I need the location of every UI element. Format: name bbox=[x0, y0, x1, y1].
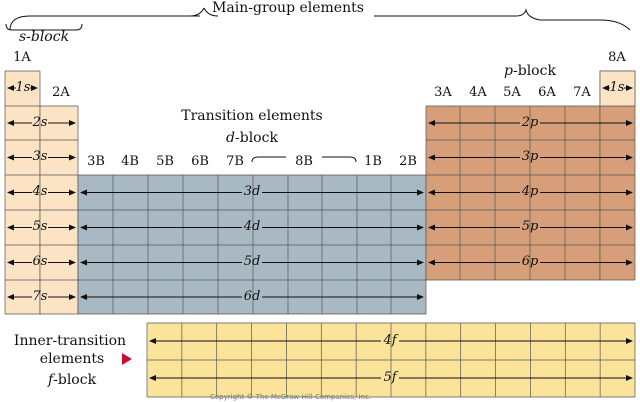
orbital-label-5s: 5s bbox=[32, 219, 48, 234]
braces bbox=[5, 7, 631, 365]
inner-transition-label: Inner-transition bbox=[13, 333, 127, 349]
group-4A: 4A bbox=[469, 85, 487, 100]
group-8B: 8B bbox=[295, 154, 313, 169]
orbital-label-1s: 1s bbox=[15, 80, 31, 95]
group-8A: 8A bbox=[608, 50, 626, 65]
orbital-label-2s: 2s bbox=[32, 115, 48, 130]
group-2B: 2B bbox=[399, 154, 417, 169]
orbital-label-4s: 4s bbox=[32, 184, 48, 199]
inner-elements-label: elements bbox=[39, 351, 105, 367]
orbital-label-5d: 5d bbox=[243, 254, 261, 269]
s-block-label: s-block bbox=[18, 29, 70, 45]
s-block-brace bbox=[5, 23, 83, 31]
main-group-brace-right bbox=[374, 8, 631, 31]
main-group-label: Main-group elements bbox=[212, 0, 364, 16]
orbital-label-7s: 7s bbox=[32, 289, 48, 304]
orbital-arrows bbox=[7, 85, 633, 381]
copyright-text: Copyright © The McGraw-Hill Companies, I… bbox=[210, 393, 372, 401]
orbital-label-6p: 6p bbox=[521, 254, 539, 269]
d-block-label: d-block bbox=[226, 130, 278, 146]
group-6A: 6A bbox=[538, 85, 556, 100]
f-block-label: f-block bbox=[47, 372, 97, 388]
group-1B: 1B bbox=[364, 154, 382, 169]
group-8B-brace bbox=[251, 156, 357, 163]
orbital-label-3p: 3p bbox=[521, 149, 539, 164]
pointer-triangle-icon bbox=[122, 353, 132, 365]
transition-elements-label: Transition elements bbox=[181, 108, 323, 124]
group-3A: 3A bbox=[434, 85, 452, 100]
orbital-label-4f: 4f bbox=[383, 333, 397, 348]
group-4B: 4B bbox=[121, 154, 139, 169]
orbital-label-4p: 4p bbox=[521, 184, 539, 199]
group-1A: 1A bbox=[13, 50, 31, 65]
orbital-label-6d: 6d bbox=[243, 289, 261, 304]
group-6B: 6B bbox=[191, 154, 209, 169]
group-2A: 2A bbox=[52, 85, 70, 100]
group-3B: 3B bbox=[87, 154, 105, 169]
orbital-label-4d: 4d bbox=[243, 219, 261, 234]
orbital-label-6s: 6s bbox=[32, 254, 48, 269]
group-5B: 5B bbox=[156, 154, 174, 169]
orbital-label-3s: 3s bbox=[32, 149, 48, 164]
main-group-brace-left-tip bbox=[9, 7, 219, 31]
orbital-label-3d: 3d bbox=[243, 184, 261, 199]
group-7A: 7A bbox=[573, 85, 591, 100]
block-shapes bbox=[4, 70, 636, 398]
group-7B: 7B bbox=[226, 154, 244, 169]
orbital-label-1s-right: 1s bbox=[609, 80, 625, 95]
orbital-label-2p: 2p bbox=[521, 115, 539, 130]
orbital-label-5p: 5p bbox=[521, 219, 539, 234]
p-block-label: p-block bbox=[504, 63, 556, 79]
orbital-label-5f: 5f bbox=[383, 370, 397, 385]
group-5A: 5A bbox=[503, 85, 521, 100]
d-block bbox=[78, 175, 426, 314]
